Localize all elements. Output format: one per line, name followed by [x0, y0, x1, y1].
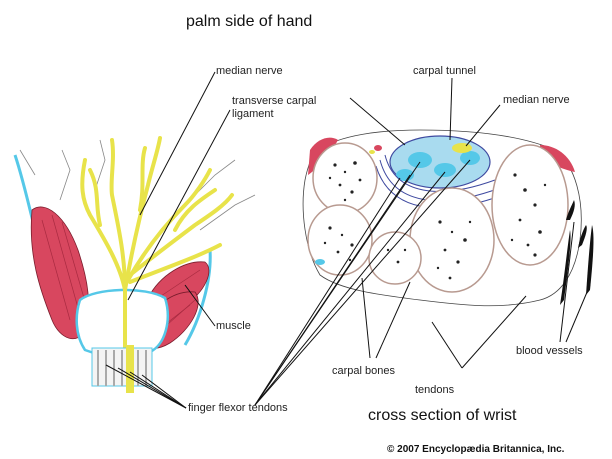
leader-tendon-3 — [130, 372, 186, 408]
leader-tendons-b — [462, 296, 526, 368]
title-palm-side: palm side of hand — [186, 14, 312, 30]
wrist-cross-section — [303, 130, 581, 306]
label-tendons: tendons — [415, 385, 454, 396]
median-nerve-section — [452, 143, 472, 153]
label-blood-vessels: blood vessels — [516, 346, 583, 357]
label-finger-flexor-tendons: finger flexor tendons — [188, 403, 288, 414]
label-median-nerve-right: median nerve — [503, 95, 570, 106]
speck-blue — [315, 259, 325, 265]
leader-tendon-4 — [142, 375, 186, 408]
speck-yellow — [369, 150, 375, 154]
label-ligament: ligament — [232, 109, 274, 120]
leader-median-nerve-left — [140, 72, 215, 215]
carpal-bone-4 — [492, 145, 568, 265]
label-transverse-carpal: transverse carpal — [232, 96, 316, 107]
label-carpal-bones: carpal bones — [332, 366, 395, 377]
carpal-bone-1 — [313, 143, 377, 213]
copyright-credit: © 2007 Encyclopædia Britannica, Inc. — [387, 445, 564, 455]
leader-tendons-a — [432, 322, 462, 368]
label-median-nerve-left: median nerve — [216, 66, 283, 77]
label-carpal-tunnel: carpal tunnel — [413, 66, 476, 77]
label-muscle: muscle — [216, 321, 251, 332]
title-cross-section: cross section of wrist — [368, 408, 516, 424]
speck-red — [374, 145, 382, 151]
leader-blood-vessels-b — [566, 285, 590, 342]
carpal-bone-3 — [410, 188, 494, 292]
wrist-tendons — [92, 345, 152, 393]
transverse-carpal-ligament — [77, 290, 168, 356]
hand-illustration — [15, 138, 255, 393]
carpal-bone-5 — [369, 232, 421, 284]
